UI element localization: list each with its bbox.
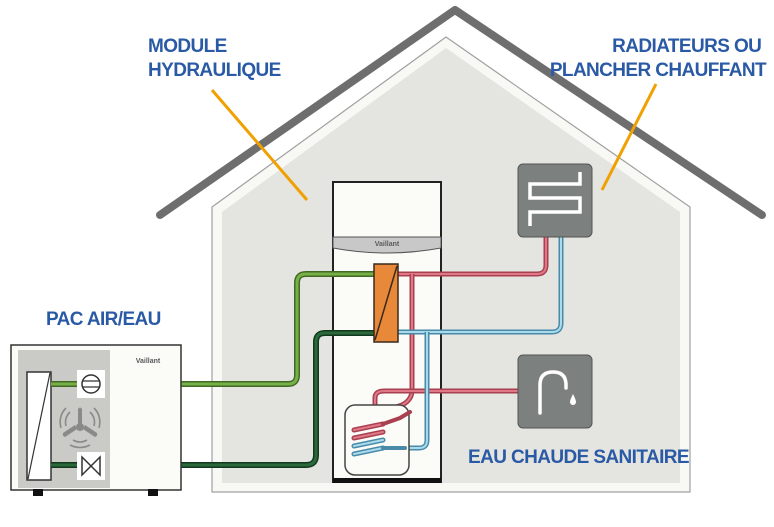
radiator-icon [517,163,593,238]
heat-exchanger-icon [373,263,399,343]
radiators-leader-line [600,83,658,191]
module-leader-line [210,89,309,201]
compressor-icon [77,370,105,398]
fan-icon [59,407,101,449]
module-brand-logo: Vaillant [375,241,400,248]
ecs-label: EAU CHAUDE SANITAIRE [468,447,689,468]
module-label: MODULE HYDRAULIQUE [148,36,281,81]
radiators-label: RADIATEURS OU PLANCHER CHAUFFANT [550,36,767,81]
pac-brand-logo: Vaillant [136,358,161,365]
roof [156,6,766,219]
pac-outdoor-unit: Vaillant [10,344,182,496]
house [211,36,691,493]
pac-label: PAC AIR/EAU [46,309,161,330]
expansion-valve-icon [77,452,105,480]
green-pipes [100,271,374,468]
evaporator-icon [26,371,52,481]
dhw-tank-icon [344,404,412,476]
ecs-faucet-icon [517,354,593,429]
cold-water-pipes [371,235,564,456]
